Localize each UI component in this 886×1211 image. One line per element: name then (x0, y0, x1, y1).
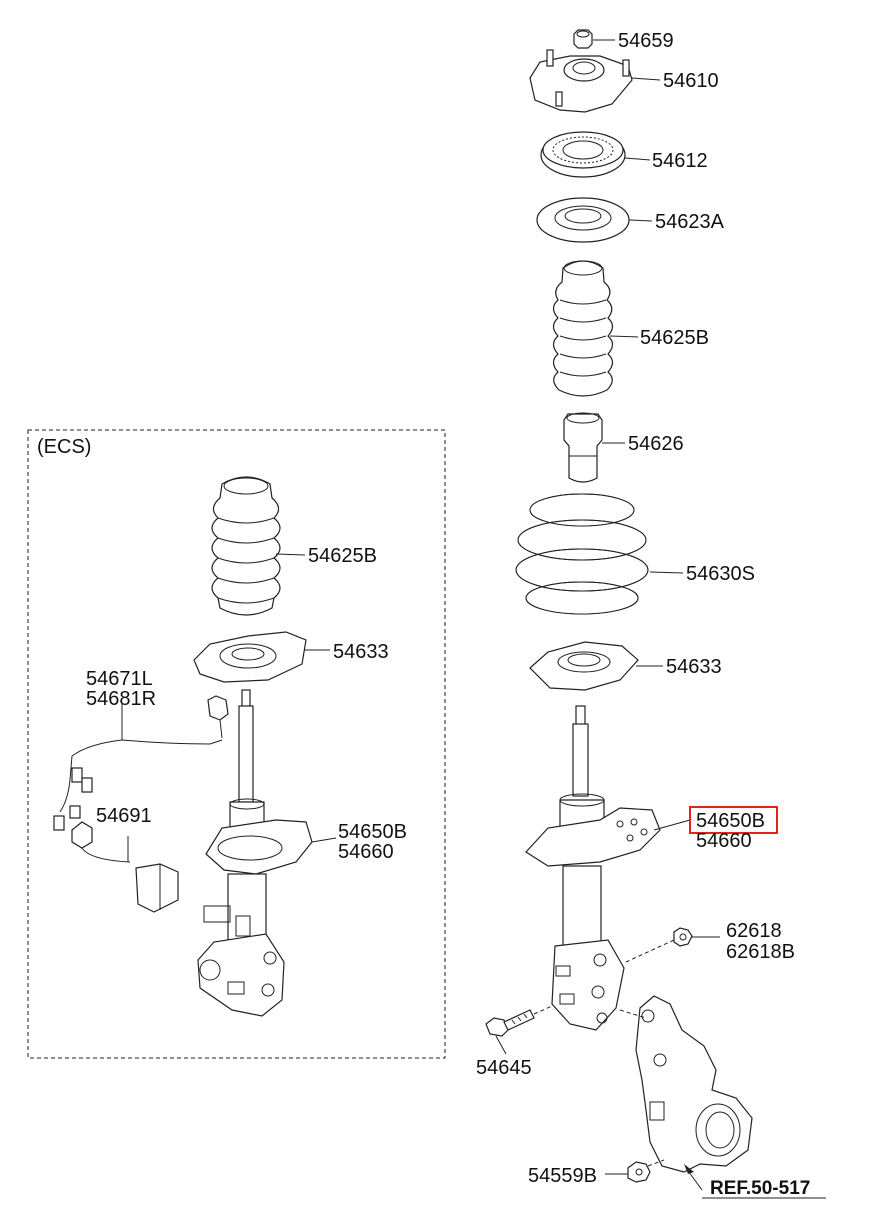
label-54633-main: 54633 (666, 656, 722, 678)
part-54626-bump-stopper[interactable] (563, 412, 603, 483)
part-54630S-coil-spring[interactable] (515, 493, 649, 615)
part-54671L-wiring-harness[interactable] (53, 695, 229, 831)
label-54671L: 54671L (86, 668, 153, 690)
label-62618: 62618 (726, 920, 782, 942)
ecs-box (27, 429, 446, 1059)
label-54681R: 54681R (86, 688, 156, 710)
label-54610: 54610 (663, 70, 719, 92)
label-54660-main: 54660 (696, 830, 752, 852)
label-54630S: 54630S (686, 563, 755, 585)
part-54650B-strut-ecs[interactable] (197, 689, 313, 1017)
part-54650B-strut[interactable] (525, 705, 661, 1031)
part-54645-bolt[interactable] (485, 1009, 535, 1037)
label-54623A: 54623A (655, 211, 725, 233)
ecs-box-label: (ECS) (37, 436, 91, 458)
label-54625B-ecs: 54625B (308, 545, 377, 567)
label-54625B-main: 54625B (640, 327, 709, 349)
part-62618-nut[interactable] (673, 927, 693, 947)
label-54660-ecs: 54660 (338, 841, 394, 863)
knuckle (635, 995, 753, 1173)
label-54612: 54612 (652, 150, 708, 172)
highlight-box-54650B (689, 806, 778, 834)
part-54633-spring-seat[interactable] (529, 641, 639, 691)
label-62618B: 62618B (726, 941, 795, 963)
label-54559B: 54559B (528, 1165, 597, 1187)
part-54625B-bellows-ecs[interactable] (211, 476, 281, 616)
part-54559B-nut[interactable] (627, 1161, 651, 1183)
label-54650B-main[interactable]: 54650B (696, 810, 765, 832)
part-54625B-bellows[interactable] (552, 260, 614, 397)
part-54691-connector[interactable] (71, 821, 179, 913)
part-54659-nut[interactable] (573, 29, 593, 49)
label-54626: 54626 (628, 433, 684, 455)
label-54659: 54659 (618, 30, 674, 52)
part-54612-bearing[interactable] (540, 131, 626, 178)
label-54691: 54691 (96, 805, 152, 827)
part-54610-mount[interactable] (529, 49, 633, 113)
part-54623A-seat[interactable] (536, 197, 630, 243)
label-54650B-ecs: 54650B (338, 821, 407, 843)
label-54633-ecs: 54633 (333, 641, 389, 663)
ref-label[interactable]: REF.50-517 (710, 1178, 810, 1199)
label-54645: 54645 (476, 1057, 532, 1079)
part-54633-spring-seat-ecs[interactable] (193, 631, 307, 683)
